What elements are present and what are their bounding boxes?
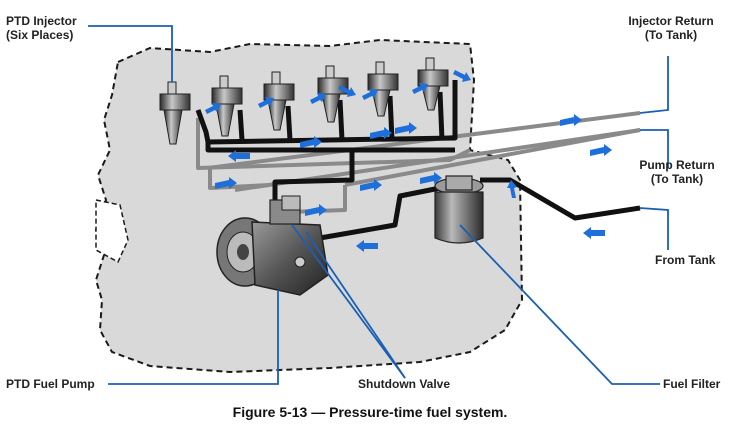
injector-3	[263, 71, 295, 131]
leader-from-tank	[639, 207, 669, 250]
label-pump-return-line2: (To Tank)	[650, 172, 704, 186]
leader-fuel-filter	[459, 224, 660, 385]
leader-shutdown-valve-2	[305, 231, 406, 379]
leader-lines	[88, 25, 669, 385]
fuel-supply-lines	[195, 80, 641, 241]
leader-injector-return	[639, 56, 669, 114]
label-injector-return: Injector Return (To Tank)	[618, 14, 724, 42]
label-from-tank: From Tank	[655, 253, 716, 267]
label-ptd-injector-line1: PTD Injector	[6, 14, 77, 28]
injector-2	[211, 75, 243, 137]
label-ptd-injector: PTD Injector (Six Places)	[6, 14, 77, 42]
leader-ptd-fuel-pump	[108, 290, 279, 385]
fuel-filter	[434, 175, 484, 244]
leader-pump-return	[640, 129, 669, 168]
ptd-fuel-pump	[216, 195, 329, 296]
label-pump-return-line1: Pump Return	[639, 158, 715, 172]
figure-caption: Figure 5-13 — Pressure-time fuel system.	[232, 404, 508, 420]
label-injector-return-line2: (To Tank)	[644, 28, 698, 42]
label-fuel-filter: Fuel Filter	[663, 377, 721, 391]
injector-6	[417, 57, 449, 111]
label-ptd-injector-line2: (Six Places)	[6, 28, 74, 42]
label-shutdown-valve: Shutdown Valve	[358, 377, 451, 391]
engine-block-cutout	[95, 199, 129, 264]
label-pump-return: Pump Return (To Tank)	[626, 158, 728, 186]
label-injector-return-line1: Injector Return	[628, 14, 714, 28]
injector-1	[159, 81, 191, 145]
injector-5	[367, 61, 399, 117]
injectors	[159, 57, 449, 145]
flow-arrows	[205, 70, 612, 252]
label-ptd-fuel-pump: PTD Fuel Pump	[6, 377, 95, 391]
leader-shutdown-valve	[291, 224, 406, 379]
leader-ptd-injector	[88, 25, 173, 82]
